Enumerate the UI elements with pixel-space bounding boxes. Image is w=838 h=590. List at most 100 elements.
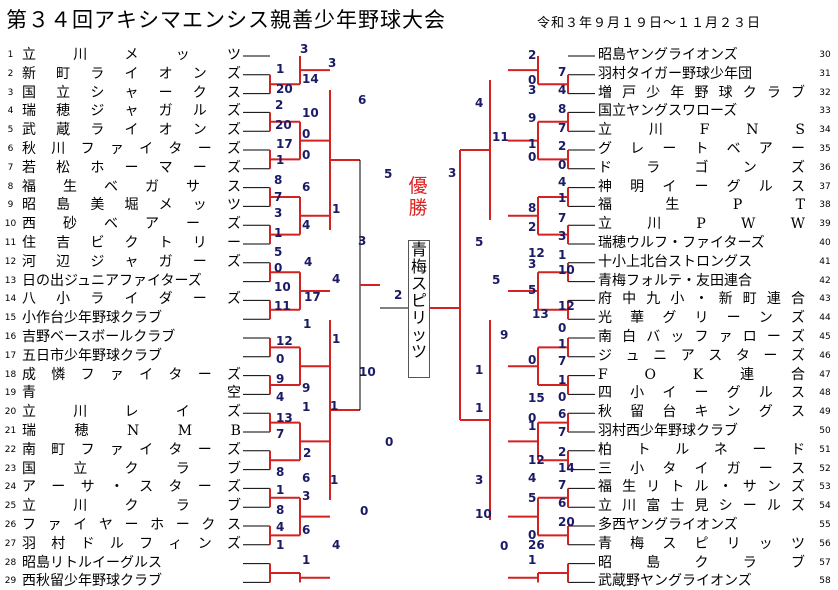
team-name: 青梅フォルテ・友田連合: [598, 272, 752, 289]
team-number: 26: [4, 520, 17, 530]
team-name: 成憐ファイターズ: [22, 366, 241, 383]
score-label: 20: [276, 82, 293, 96]
team-name: 三小タイガース: [598, 460, 805, 477]
team-number: 35: [819, 144, 831, 154]
score-label: 17: [304, 290, 321, 304]
team-name: 青梅スピリッツ: [598, 535, 805, 552]
team-number: 23: [4, 463, 17, 474]
score-label: 9: [276, 372, 285, 386]
score-label: 12: [528, 246, 545, 260]
team-name: 瑞穂ウルフ・ファイターズ: [598, 235, 765, 251]
team-number: 17: [4, 350, 17, 361]
team-number: 50: [819, 426, 831, 436]
team-number: 28: [4, 557, 17, 568]
score-label: 9: [500, 328, 509, 342]
score-label: 3: [300, 42, 309, 56]
team-number: 13: [4, 275, 17, 286]
score-label: 8: [276, 503, 285, 517]
team-name: 西砂ベアーズ: [22, 216, 241, 233]
score-label: 0: [274, 261, 283, 275]
score-label: 7: [276, 427, 285, 441]
score-label: 1: [528, 419, 537, 433]
score-label: 1: [475, 401, 484, 415]
score-label: 7: [274, 190, 283, 204]
score-label: 1: [330, 473, 339, 487]
team-name: 神明イーグルス: [598, 178, 805, 195]
team-number: 24: [4, 482, 17, 493]
score-label: 2: [303, 446, 312, 460]
team-name: グレートベアー: [598, 141, 805, 157]
score-label: 6: [302, 180, 311, 194]
score-label: 0: [385, 435, 394, 449]
team-name: 南町ファイターズ: [22, 441, 241, 458]
page-title: 第３４回アキシマエンシス親善少年野球大会: [6, 8, 446, 32]
team-name: アーサ・スターズ: [22, 479, 241, 496]
team-number: 29: [4, 576, 17, 587]
score-label: 10: [302, 106, 319, 120]
team-name: 府中九小・新町連合: [598, 291, 805, 308]
score-label: 4: [302, 218, 311, 232]
score-label: 1: [558, 248, 567, 262]
score-label: 13: [532, 307, 549, 321]
score-label: 4: [528, 471, 537, 485]
team-name: 五日市少年野球クラブ: [22, 347, 162, 364]
team-number: 37: [819, 181, 831, 192]
score-label: 3: [274, 206, 283, 220]
score-label: 10: [359, 365, 376, 379]
team-number: 40: [819, 238, 831, 248]
score-label: 3: [528, 83, 537, 97]
team-number: 33: [819, 106, 831, 117]
score-label: 6: [302, 523, 311, 537]
score-label: 10: [475, 507, 492, 521]
score-label: 10: [558, 263, 575, 277]
team-number: 12: [4, 256, 17, 267]
team-number: 19: [4, 388, 17, 399]
score-label: 1: [302, 400, 311, 414]
score-label: 0: [558, 158, 567, 172]
team-name: 国立ヤングスワローズ: [598, 103, 738, 120]
tournament-dates: 令和３年９月１９日～１１月２３日: [537, 16, 762, 31]
team-name: 福生ベガサス: [22, 178, 241, 195]
score-label: 1: [274, 226, 283, 240]
team-name: 立川レイズ: [22, 404, 241, 421]
team-name: 光華グリーンズ: [598, 310, 805, 327]
score-label: 4: [304, 255, 313, 269]
team-name: 秋川ファイターズ: [22, 141, 241, 157]
team-number: 56: [819, 538, 831, 549]
score-label: 1: [558, 191, 567, 205]
team-number: 31: [819, 68, 831, 79]
score-label: 1: [302, 553, 311, 567]
team-number: 58: [819, 576, 831, 587]
team-number: 4: [7, 106, 14, 117]
score-label: 26: [528, 538, 545, 552]
team-number: 30: [819, 50, 831, 60]
team-number: 8: [7, 181, 14, 192]
team-number: 39: [819, 219, 831, 230]
score-label: 4: [276, 390, 285, 404]
score-label: 1: [276, 153, 285, 167]
team-name: 四小イーグルス: [598, 385, 805, 402]
team-number: 49: [819, 407, 831, 418]
team-number: 7: [7, 162, 14, 173]
team-name: 住吉ビクトリー: [22, 235, 241, 251]
team-name: 国立シャークス: [22, 84, 241, 101]
champion-box: 青梅スピリッツ: [408, 240, 430, 378]
score-label: 1: [330, 399, 339, 413]
score-label: 7: [558, 478, 567, 492]
team-name: 立川メッツ: [22, 47, 241, 63]
score-label: 8: [276, 465, 285, 479]
team-name: 増戸少年野球クラブ: [598, 84, 805, 101]
team-number: 18: [4, 369, 17, 380]
score-label: 8: [528, 201, 537, 215]
team-number: 22: [4, 444, 17, 455]
score-label: 0: [528, 73, 537, 87]
score-label: 3: [558, 229, 567, 243]
score-label: 5: [528, 491, 537, 505]
score-label: 7: [558, 211, 567, 225]
score-label: 15: [528, 391, 545, 405]
team-number: 32: [819, 87, 831, 98]
team-number: 57: [819, 557, 831, 568]
team-name: 昭島リトルイーグルス: [22, 554, 162, 571]
